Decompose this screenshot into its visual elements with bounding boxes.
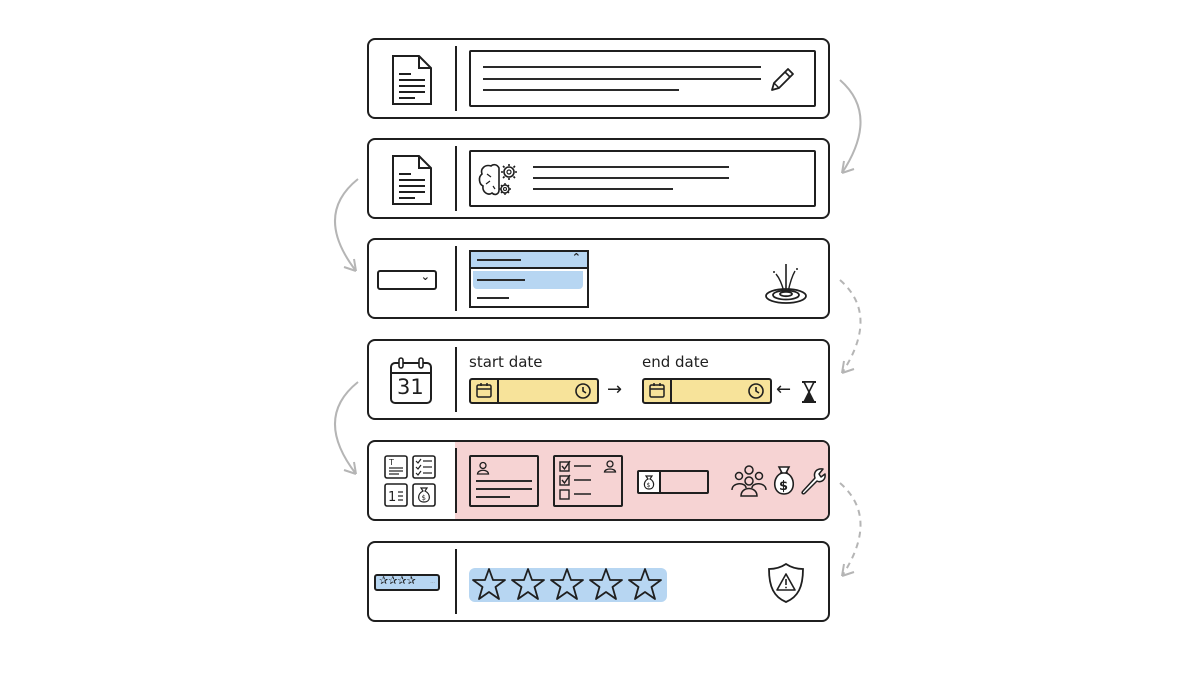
calendar-icon: 31 xyxy=(387,353,439,409)
water-drop-splash-icon xyxy=(765,264,807,304)
star-icon xyxy=(589,568,623,600)
star-icon xyxy=(472,568,506,600)
row-divider xyxy=(455,146,457,211)
text-line xyxy=(477,297,509,299)
calendar-small-icon xyxy=(649,383,665,398)
text-input-field[interactable] xyxy=(469,50,816,107)
star-icon xyxy=(550,568,584,600)
svg-text:$: $ xyxy=(422,494,426,502)
dropdown-expanded[interactable]: ⌃ xyxy=(469,250,589,308)
hourglass-icon xyxy=(802,381,816,403)
document-icon xyxy=(392,55,432,105)
calendar-day: 31 xyxy=(397,375,424,399)
row-date-range: 31 start date → end date xyxy=(367,339,830,420)
field-types-grid-icon: T 1 $ xyxy=(384,455,436,507)
star-rating[interactable] xyxy=(471,566,671,606)
pencil-icon[interactable] xyxy=(768,66,796,94)
connector-row1-row2 xyxy=(839,79,862,174)
svg-text:$: $ xyxy=(779,479,788,494)
checklist-card[interactable] xyxy=(553,455,623,507)
connector-row5-row6 xyxy=(839,482,862,577)
profile-card[interactable] xyxy=(469,455,539,507)
dropdown-option[interactable] xyxy=(473,290,583,306)
text-line xyxy=(476,488,532,490)
row-divider xyxy=(455,246,457,311)
row-divider xyxy=(455,347,457,412)
text-line xyxy=(477,279,525,281)
document-icon xyxy=(392,155,432,205)
currency-prefix: $ xyxy=(639,472,661,492)
row-rating: ✰✰✰✰ ... xyxy=(367,541,830,622)
chevron-down-icon: ⌄ xyxy=(420,270,430,283)
arrow-left-icon: ← xyxy=(776,379,792,400)
dropdown-option-highlighted[interactable] xyxy=(473,271,583,289)
end-date-label: end date xyxy=(642,353,709,371)
star-icon xyxy=(628,568,662,600)
text-line xyxy=(483,89,679,91)
end-date-field[interactable] xyxy=(642,378,772,404)
money-bag-icon: $ xyxy=(643,475,655,490)
shield-warning-icon xyxy=(768,562,804,603)
row-ai-processing xyxy=(367,138,830,219)
people-group-icon xyxy=(731,465,767,497)
chevron-up-icon: ⌃ xyxy=(571,251,581,264)
dropdown-header[interactable]: ⌃ xyxy=(471,251,587,269)
money-bag-icon: $ xyxy=(773,466,795,495)
brain-gears-icon xyxy=(478,163,517,196)
text-line xyxy=(533,166,729,168)
text-line xyxy=(483,78,761,80)
calendar-picker-button[interactable] xyxy=(471,380,499,402)
start-date-field[interactable] xyxy=(469,378,599,404)
row-text-input xyxy=(367,38,830,119)
row-divider xyxy=(455,549,457,614)
arrow-right-icon: → xyxy=(607,379,623,400)
text-line xyxy=(483,66,761,68)
connector-row3-row4 xyxy=(839,279,862,374)
clock-icon[interactable] xyxy=(746,381,766,401)
start-date-label: start date xyxy=(469,353,543,371)
mini-rating-count: ... xyxy=(430,579,435,585)
user-icon xyxy=(476,461,490,475)
mini-rating-widget: ✰✰✰✰ ... xyxy=(374,574,440,591)
star-icon xyxy=(511,568,545,600)
row-divider xyxy=(455,448,457,513)
checklist-icon xyxy=(559,460,617,500)
currency-input[interactable]: $ xyxy=(637,470,709,494)
wrench-icon xyxy=(801,468,826,495)
ai-output-field[interactable] xyxy=(469,150,816,207)
svg-text:1: 1 xyxy=(388,490,396,505)
text-line xyxy=(533,177,729,179)
calendar-picker-button[interactable] xyxy=(644,380,672,402)
text-line xyxy=(477,259,521,261)
clock-icon[interactable] xyxy=(573,381,593,401)
row-form-fields: T 1 $ xyxy=(367,440,830,521)
dropdown-collapsed[interactable]: ⌄ xyxy=(377,270,437,290)
text-line xyxy=(476,496,510,498)
svg-text:T: T xyxy=(388,458,394,467)
connector-row2-row3 xyxy=(334,178,359,272)
row-dropdown-select: ⌄ ⌃ xyxy=(367,238,830,319)
row-divider xyxy=(455,46,457,111)
mini-stars: ✰✰✰✰ xyxy=(379,574,416,587)
calendar-small-icon xyxy=(476,383,492,398)
connector-row4-row5 xyxy=(334,381,359,475)
text-line xyxy=(533,188,673,190)
svg-text:$: $ xyxy=(647,482,651,489)
text-line xyxy=(476,480,532,482)
